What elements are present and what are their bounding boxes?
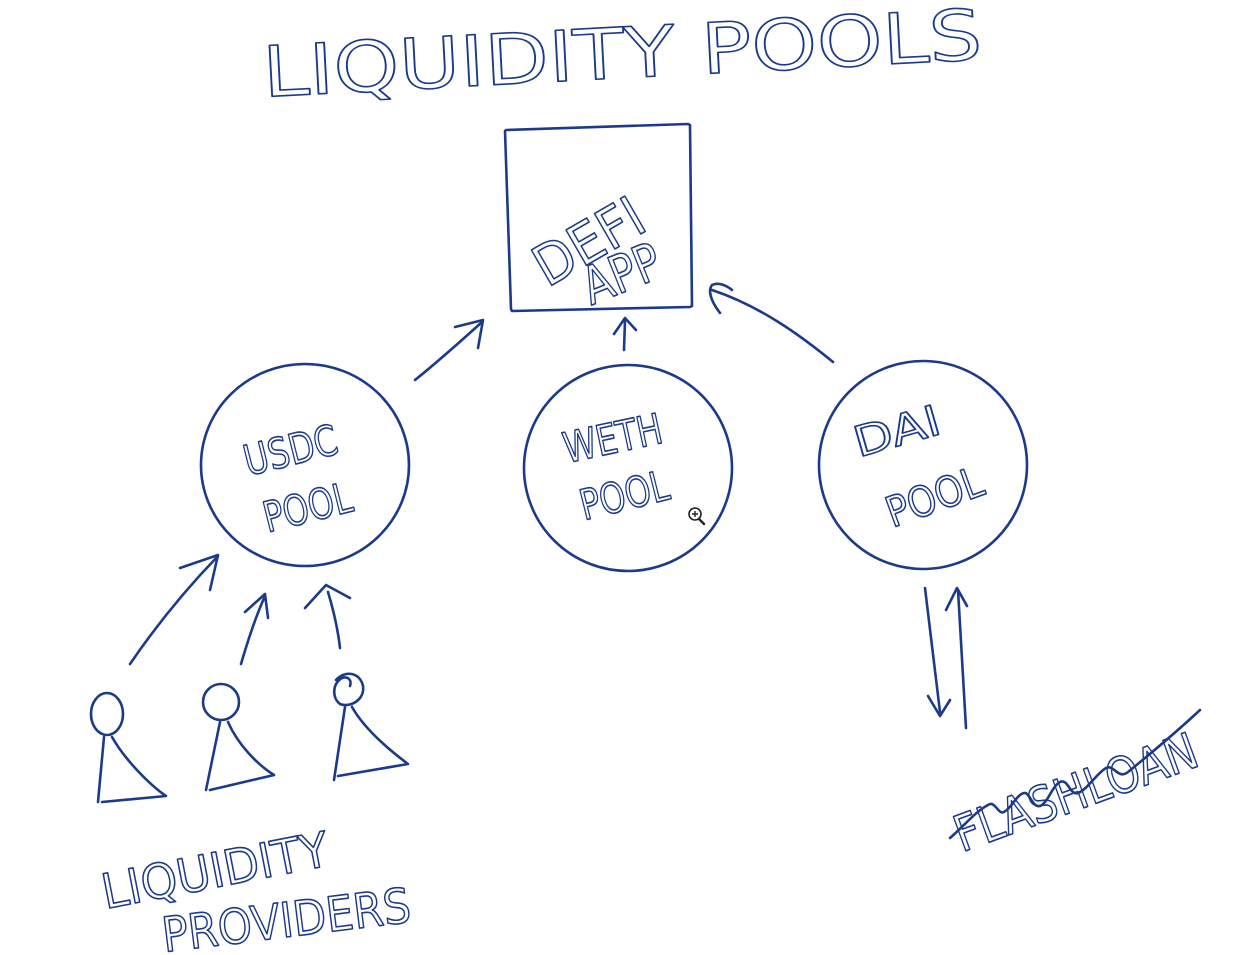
usdc-pool-circle	[199, 362, 411, 568]
usdc-pool-token: USDC	[239, 415, 343, 486]
defi-app-node: DEFI APP	[503, 122, 694, 318]
dai-to-flashloan-arrow	[923, 586, 952, 718]
usdc-pool-node: USDC POOL	[199, 362, 411, 568]
usdc-pool-label: POOL	[258, 473, 358, 542]
dai-pool-circle	[817, 359, 1029, 571]
flashloan-to-dai-arrow	[944, 586, 969, 730]
diagram-title: LIQUIDITY POOLS	[261, 0, 984, 114]
zoom-in-icon	[688, 507, 706, 526]
dai-pool-token: DAI	[848, 396, 946, 467]
weth-pool-node: WETH POOL	[522, 363, 734, 573]
weth-pool-token: WETH	[559, 404, 667, 473]
weth-to-app-arrow	[612, 316, 638, 352]
dai-pool-node: DAI POOL	[817, 359, 1029, 571]
defi-app-box	[503, 122, 694, 313]
liquidity-provider-3	[332, 672, 410, 782]
dai-pool-label: POOL	[879, 457, 990, 537]
weth-pool-label: POOL	[575, 461, 675, 530]
liquidity-provider-2	[201, 682, 276, 792]
dai-to-app-arrow	[708, 282, 835, 364]
weth-pool-circle	[522, 363, 734, 573]
flashloan-squiggle	[948, 708, 1202, 840]
provider-1-arrow	[128, 553, 220, 666]
usdc-to-app-arrow	[413, 318, 485, 382]
provider-3-arrow	[303, 583, 352, 650]
provider-2-arrow	[239, 592, 270, 666]
liquidity-provider-1	[89, 691, 168, 804]
